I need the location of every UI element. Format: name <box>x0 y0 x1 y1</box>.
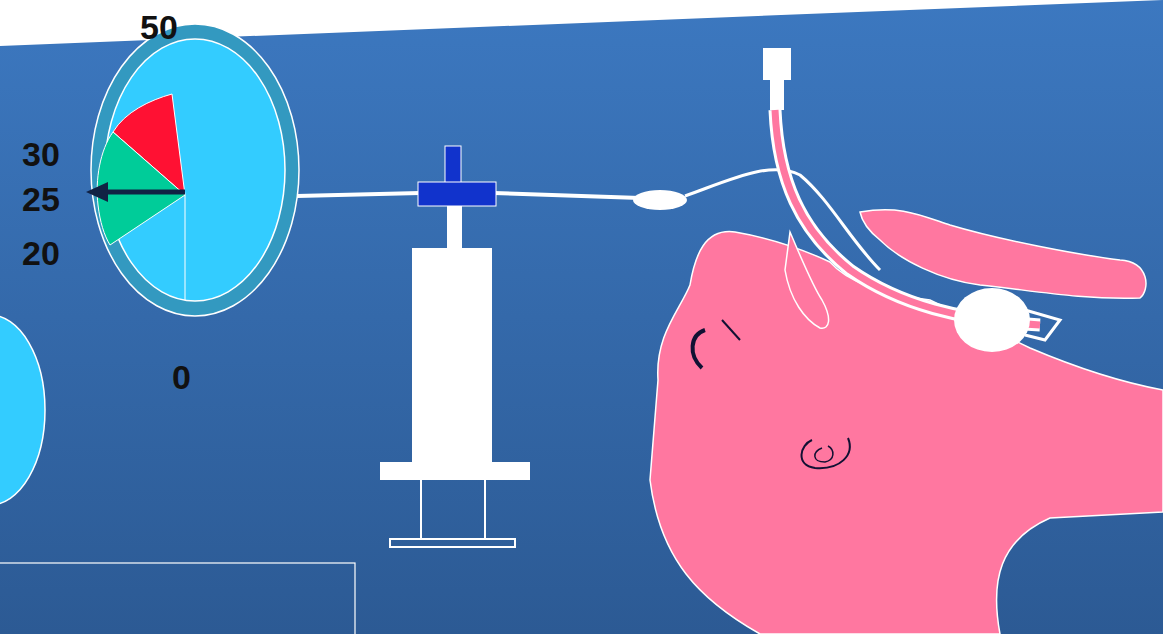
white-corner <box>0 0 1163 46</box>
gauge-value: 0 <box>172 360 191 394</box>
gauge-value: 25 <box>22 182 60 216</box>
pressure-gauge <box>86 24 299 316</box>
gauge-value: 30 <box>22 137 60 171</box>
partial-circle <box>0 315 45 505</box>
tubing <box>494 193 640 198</box>
gauge-value: 20 <box>22 236 60 270</box>
gauge-value: 50 <box>140 10 178 44</box>
syringe <box>380 146 530 547</box>
endotracheal-tube <box>763 48 1060 352</box>
tubing <box>297 193 420 196</box>
text-frame <box>0 563 355 634</box>
patient-head <box>650 210 1163 634</box>
pilot-balloon <box>633 190 687 210</box>
